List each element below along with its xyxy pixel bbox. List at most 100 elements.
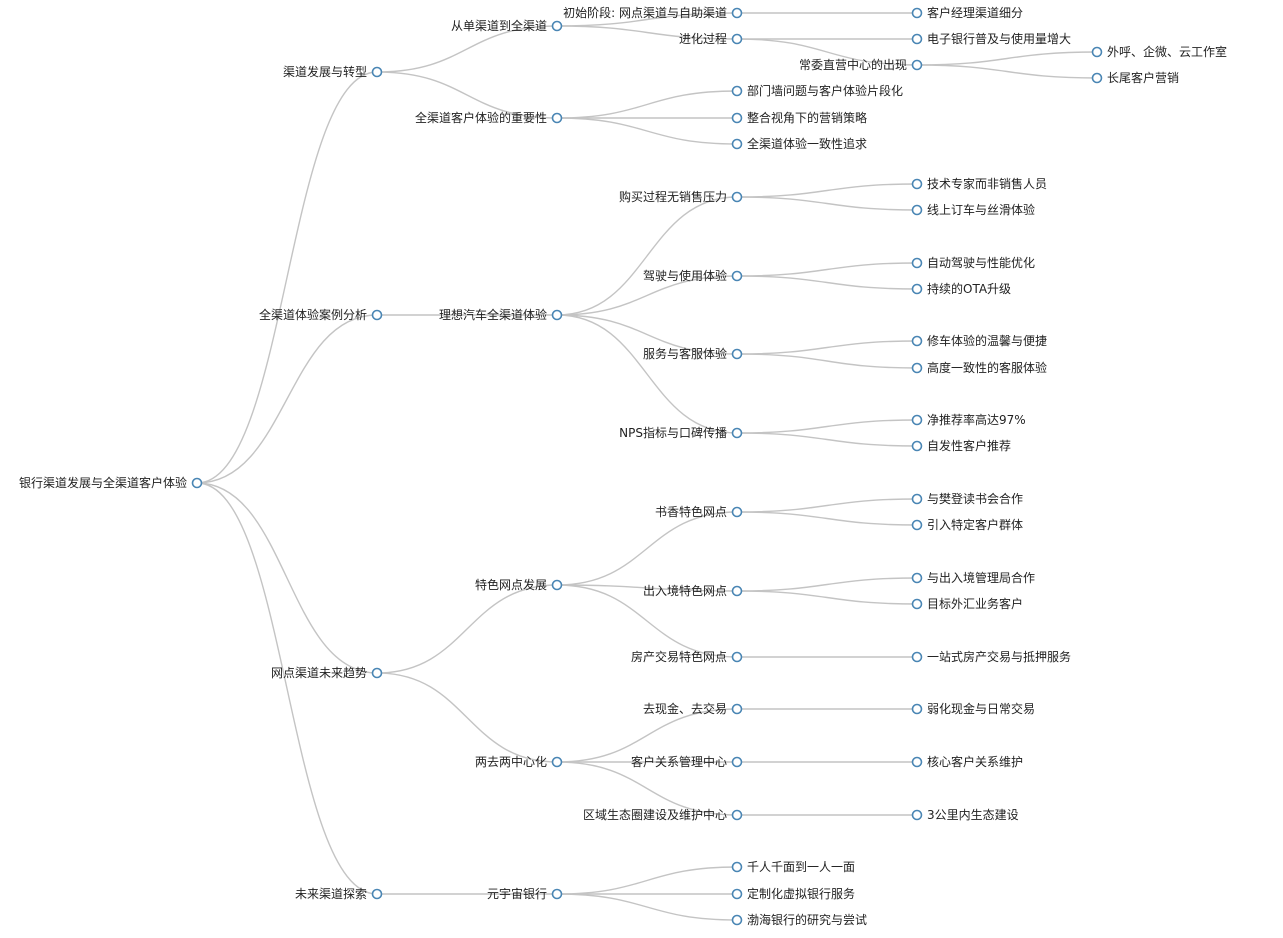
node-toggle-icon[interactable] <box>911 572 923 584</box>
node-n1-1-2[interactable]: 进化过程 <box>679 31 743 46</box>
node-n3-2[interactable]: 两去两中心化 <box>475 754 563 769</box>
node-toggle-icon[interactable] <box>551 888 563 900</box>
node-n3[interactable]: 网点渠道未来趋势 <box>271 666 383 680</box>
node-n3-1[interactable]: 特色网点发展 <box>475 577 563 592</box>
node-toggle-icon[interactable] <box>551 112 563 124</box>
node-toggle-icon[interactable] <box>1091 72 1103 84</box>
node-n2-1-2[interactable]: 驾驶与使用体验 <box>643 268 743 283</box>
node-toggle-icon[interactable] <box>911 33 923 45</box>
node-n1-1[interactable]: 从单渠道到全渠道 <box>451 18 563 33</box>
node-n4-1[interactable]: 元宇宙银行 <box>487 886 563 901</box>
node-toggle-icon[interactable] <box>911 493 923 505</box>
node-n2-1-1-1[interactable]: 技术专家而非销售人员 <box>911 176 1048 191</box>
node-toggle-icon[interactable] <box>911 257 923 269</box>
node-n2-1-1-2[interactable]: 线上订车与丝滑体验 <box>911 202 1036 217</box>
node-n1-1-2-1[interactable]: 电子银行普及与使用量增大 <box>911 31 1072 46</box>
node-n3-1-2-2[interactable]: 目标外汇业务客户 <box>911 596 1024 611</box>
node-n3-2-1[interactable]: 去现金、去交易 <box>643 701 743 716</box>
node-n3-1-1-2[interactable]: 引入特定客户群体 <box>911 517 1024 532</box>
node-n2-1[interactable]: 理想汽车全渠道体验 <box>439 307 563 322</box>
node-toggle-icon[interactable] <box>731 191 743 203</box>
node-root[interactable]: 银行渠道发展与全渠道客户体验 <box>19 475 203 490</box>
node-toggle-icon[interactable] <box>731 138 743 150</box>
node-toggle-icon[interactable] <box>731 585 743 597</box>
node-n2-1-3-2[interactable]: 高度一致性的客服体验 <box>911 360 1048 375</box>
node-n3-2-3[interactable]: 区域生态圈建设及维护中心 <box>583 807 743 822</box>
node-toggle-icon[interactable] <box>731 888 743 900</box>
node-toggle-icon[interactable] <box>371 667 383 679</box>
node-toggle-icon[interactable] <box>731 85 743 97</box>
node-n1-2-1[interactable]: 部门墙问题与客户体验片段化 <box>731 83 904 98</box>
node-toggle-icon[interactable] <box>731 756 743 768</box>
node-toggle-icon[interactable] <box>1091 46 1103 58</box>
node-toggle-icon[interactable] <box>731 861 743 873</box>
node-toggle-icon[interactable] <box>731 270 743 282</box>
node-n2[interactable]: 全渠道体验案例分析 <box>259 307 383 322</box>
node-n1[interactable]: 渠道发展与转型 <box>283 64 383 79</box>
node-n2-1-3-1[interactable]: 修车体验的温馨与便捷 <box>911 333 1048 348</box>
node-toggle-icon[interactable] <box>911 414 923 426</box>
node-n3-2-3-1[interactable]: 3公里内生态建设 <box>911 808 1019 822</box>
node-toggle-icon[interactable] <box>731 427 743 439</box>
node-toggle-icon[interactable] <box>911 440 923 452</box>
node-n3-1-2[interactable]: 出入境特色网点 <box>643 583 743 598</box>
node-n4[interactable]: 未来渠道探索 <box>295 887 383 901</box>
node-n2-1-3[interactable]: 服务与客服体验 <box>643 346 743 361</box>
node-toggle-icon[interactable] <box>911 756 923 768</box>
node-toggle-icon[interactable] <box>911 651 923 663</box>
node-n1-2-3[interactable]: 全渠道体验一致性追求 <box>731 136 868 151</box>
node-n4-1-3[interactable]: 渤海银行的研究与尝试 <box>731 912 868 927</box>
node-n4-1-1[interactable]: 千人千面到一人一面 <box>731 860 856 874</box>
node-toggle-icon[interactable] <box>911 335 923 347</box>
node-toggle-icon[interactable] <box>731 506 743 518</box>
node-toggle-icon[interactable] <box>911 598 923 610</box>
node-n3-2-2[interactable]: 客户关系管理中心 <box>631 754 743 769</box>
node-toggle-icon[interactable] <box>911 178 923 190</box>
node-toggle-icon[interactable] <box>551 756 563 768</box>
node-n1-2-2[interactable]: 整合视角下的营销策略 <box>731 110 868 125</box>
node-n3-1-3[interactable]: 房产交易特色网点 <box>631 649 743 664</box>
node-toggle-icon[interactable] <box>371 309 383 321</box>
node-n1-1-2-2-1[interactable]: 外呼、企微、云工作室 <box>1091 44 1228 59</box>
node-n3-2-1-1[interactable]: 弱化现金与日常交易 <box>911 701 1036 716</box>
node-n2-1-4-1[interactable]: 净推荐率高达97% <box>911 412 1026 427</box>
node-n1-1-1[interactable]: 初始阶段: 网点渠道与自助渠道 <box>563 5 743 20</box>
node-toggle-icon[interactable] <box>371 888 383 900</box>
node-toggle-icon[interactable] <box>911 519 923 531</box>
node-n4-1-2[interactable]: 定制化虚拟银行服务 <box>731 886 856 901</box>
node-n1-2[interactable]: 全渠道客户体验的重要性 <box>415 110 563 125</box>
node-toggle-icon[interactable] <box>731 651 743 663</box>
node-toggle-icon[interactable] <box>731 809 743 821</box>
node-toggle-icon[interactable] <box>731 112 743 124</box>
node-n3-1-1[interactable]: 书香特色网点 <box>655 504 743 519</box>
node-toggle-icon[interactable] <box>551 20 563 32</box>
node-n2-1-2-1[interactable]: 自动驾驶与性能优化 <box>911 255 1036 270</box>
node-toggle-icon[interactable] <box>911 204 923 216</box>
node-toggle-icon[interactable] <box>551 309 563 321</box>
node-toggle-icon[interactable] <box>731 33 743 45</box>
node-toggle-icon[interactable] <box>731 914 743 926</box>
node-n2-1-2-2[interactable]: 持续的OTA升级 <box>911 281 1012 296</box>
node-n1-1-2-2-2[interactable]: 长尾客户营销 <box>1091 70 1180 85</box>
node-toggle-icon[interactable] <box>731 7 743 19</box>
node-toggle-icon[interactable] <box>371 66 383 78</box>
node-n2-1-4[interactable]: NPS指标与口碑传播 <box>619 425 743 440</box>
node-toggle-icon[interactable] <box>911 703 923 715</box>
node-n3-1-3-1[interactable]: 一站式房产交易与抵押服务 <box>911 649 1072 664</box>
node-toggle-icon[interactable] <box>911 362 923 374</box>
node-n3-1-2-1[interactable]: 与出入境管理局合作 <box>911 570 1036 585</box>
node-n1-1-1-1[interactable]: 客户经理渠道细分 <box>911 5 1024 20</box>
node-n3-2-2-1[interactable]: 核心客户关系维护 <box>911 754 1024 769</box>
node-toggle-icon[interactable] <box>911 59 923 71</box>
node-n1-1-2-2[interactable]: 常委直营中心的出现 <box>799 57 923 72</box>
node-n2-1-4-2[interactable]: 自发性客户推荐 <box>911 438 1012 453</box>
node-toggle-icon[interactable] <box>191 477 203 489</box>
node-toggle-icon[interactable] <box>731 348 743 360</box>
node-toggle-icon[interactable] <box>551 579 563 591</box>
node-n3-1-1-1[interactable]: 与樊登读书会合作 <box>911 491 1024 506</box>
node-toggle-icon[interactable] <box>911 7 923 19</box>
node-n2-1-1[interactable]: 购买过程无销售压力 <box>619 189 743 204</box>
node-toggle-icon[interactable] <box>911 283 923 295</box>
node-toggle-icon[interactable] <box>731 703 743 715</box>
node-toggle-icon[interactable] <box>911 809 923 821</box>
